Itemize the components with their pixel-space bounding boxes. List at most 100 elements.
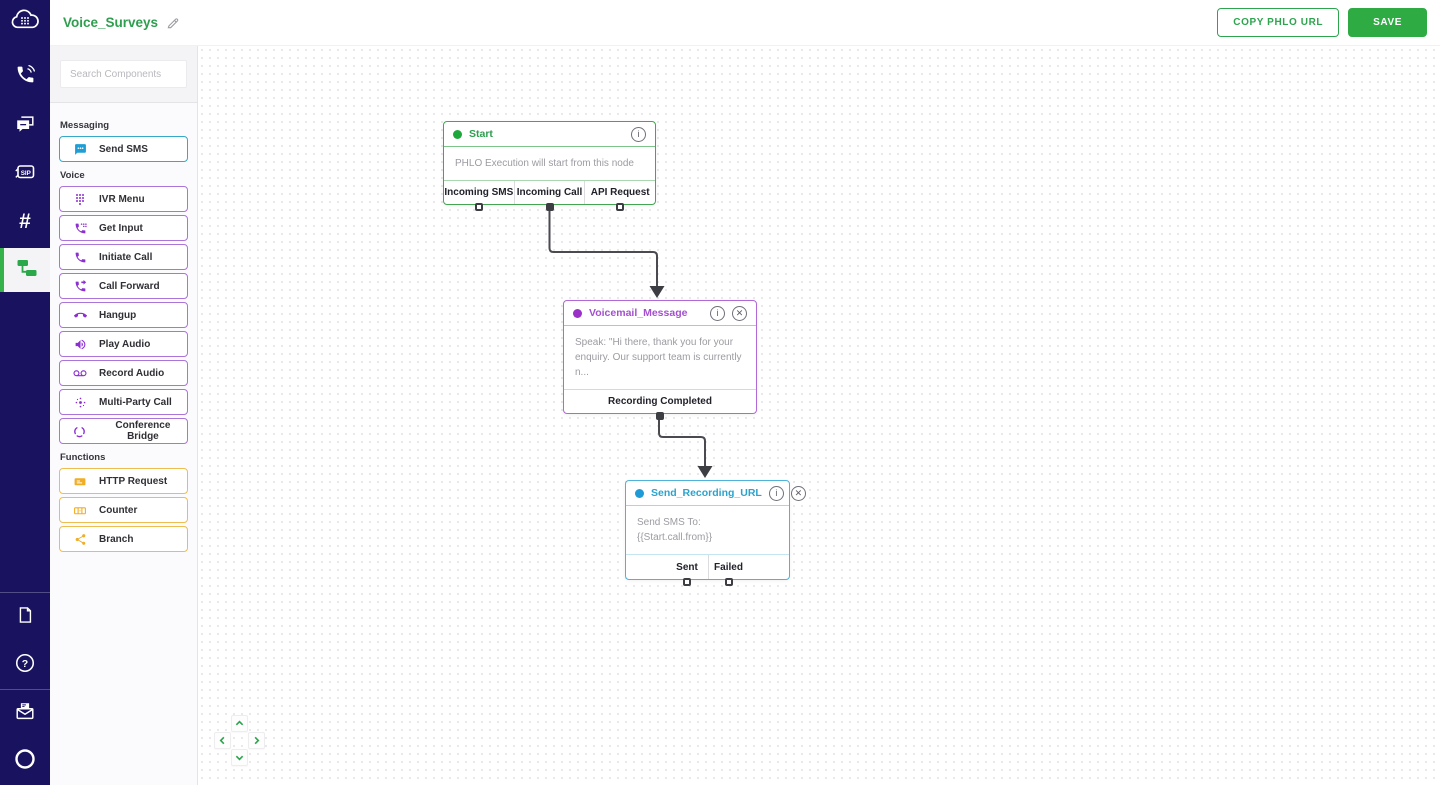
sidebar-item-messaging[interactable] — [0, 104, 50, 148]
component-get-input[interactable]: Get Input — [59, 215, 188, 241]
output-pin[interactable] — [474, 203, 483, 211]
node-status-dot — [453, 129, 462, 139]
component-initiate-call[interactable]: Initiate Call — [59, 244, 188, 270]
chevron-left-icon — [219, 736, 225, 745]
sidebar-divider — [0, 592, 50, 593]
node-outputs: Recording Completed — [564, 390, 756, 420]
phone-icon — [73, 251, 87, 264]
chevron-down-icon — [235, 755, 244, 761]
sidebar-item-help[interactable]: ? — [0, 643, 50, 687]
node-title: Send_Recording_URL — [651, 487, 762, 499]
component-record-audio[interactable]: Record Audio — [59, 360, 188, 386]
dialpad-icon — [73, 193, 87, 206]
pan-left-button[interactable] — [214, 732, 231, 749]
output-pin-connected[interactable] — [545, 203, 554, 211]
component-hangup[interactable]: Hangup — [59, 302, 188, 328]
sidebar-item-docs[interactable] — [0, 595, 50, 639]
sidebar-item-sip-trunking[interactable]: SIP — [0, 152, 50, 196]
pan-up-button[interactable] — [231, 715, 248, 732]
component-play-audio[interactable]: Play Audio — [59, 331, 188, 357]
page-title: Voice_Surveys — [63, 15, 159, 30]
plivo-cloud-icon — [10, 8, 40, 37]
output-sent: Sent — [667, 555, 708, 586]
node-header: Start i — [444, 122, 655, 147]
flow-builder-icon — [15, 257, 39, 283]
counter-icon — [73, 504, 87, 517]
docs-book-icon — [15, 605, 35, 630]
component-send-sms[interactable]: Send SMS — [59, 136, 188, 162]
node-header: Send_Recording_URL i ✕ — [626, 481, 806, 506]
output-pin[interactable] — [724, 578, 733, 586]
component-counter[interactable]: Counter — [59, 497, 188, 523]
node-title: Start — [469, 128, 493, 140]
phone-forward-icon — [73, 279, 87, 293]
app-sidebar: SIP # ? — [0, 0, 50, 785]
output-recording-completed: Recording Completed — [564, 390, 756, 420]
sidebar-item-voice[interactable] — [0, 55, 50, 99]
node-description: Speak: "Hi there, thank you for your enq… — [564, 326, 756, 390]
output-pin[interactable] — [683, 578, 691, 586]
edit-title-icon[interactable] — [166, 16, 180, 30]
sip-trunk-icon: SIP — [13, 161, 37, 188]
component-http-request[interactable]: HTTP Request — [59, 468, 188, 494]
multi-party-icon — [73, 396, 87, 409]
pan-right-button[interactable] — [248, 732, 265, 749]
component-branch[interactable]: Branch — [59, 526, 188, 552]
output-pin-connected[interactable] — [656, 412, 664, 420]
component-ivr-menu[interactable]: IVR Menu — [59, 186, 188, 212]
conference-icon — [73, 425, 87, 438]
search-section — [50, 46, 197, 103]
output-pin[interactable] — [616, 203, 625, 211]
save-button[interactable]: SAVE — [1348, 8, 1427, 37]
svg-text:?: ? — [22, 657, 28, 669]
section-label-messaging: Messaging — [60, 120, 110, 131]
node-description: PHLO Execution will start from this node — [444, 147, 655, 181]
sidebar-item-plivo-logo[interactable] — [0, 0, 50, 44]
node-outputs: Incoming SMS Incoming Call API Request — [444, 181, 655, 211]
copy-phlo-url-button[interactable]: COPY PHLO URL — [1217, 8, 1340, 37]
pan-down-button[interactable] — [231, 749, 248, 766]
http-card-icon — [73, 475, 87, 488]
node-status-dot — [573, 308, 582, 318]
delete-node-icon[interactable]: ✕ — [732, 305, 747, 321]
sidebar-item-phlo[interactable] — [0, 248, 50, 292]
phone-hangup-icon — [73, 309, 87, 322]
account-circle-icon — [13, 747, 37, 776]
sidebar-item-feedback[interactable] — [0, 691, 50, 735]
node-outputs: Sent Failed — [626, 555, 789, 586]
info-icon[interactable]: i — [768, 485, 784, 501]
section-label-voice: Voice — [60, 170, 85, 181]
voicemail-icon — [73, 367, 87, 380]
sidebar-divider — [0, 689, 50, 690]
flow-node-send-recording-url[interactable]: Send_Recording_URL i ✕ Send SMS To: {{St… — [625, 480, 806, 586]
info-icon[interactable]: i — [631, 126, 646, 142]
question-circle-icon: ? — [14, 652, 36, 679]
sms-chat-icon — [73, 143, 87, 156]
node-title: Voicemail_Message — [589, 307, 688, 319]
connection-lines — [548, 207, 713, 478]
component-multi-party-call[interactable]: Multi-Party Call — [59, 389, 188, 415]
sidebar-item-phone-numbers[interactable]: # — [0, 200, 50, 244]
search-components-input[interactable] — [60, 60, 187, 88]
flow-node-start[interactable]: Start i PHLO Execution will start from t… — [443, 121, 656, 211]
node-header: Voicemail_Message i ✕ — [564, 301, 756, 326]
section-label-functions: Functions — [60, 452, 106, 463]
branch-icon — [73, 533, 87, 546]
component-call-forward[interactable]: Call Forward — [59, 273, 188, 299]
delete-node-icon[interactable]: ✕ — [790, 485, 806, 501]
chevron-up-icon — [235, 720, 244, 726]
flow-node-voicemail-message[interactable]: Voicemail_Message i ✕ Speak: "Hi there, … — [563, 300, 757, 420]
component-conference-bridge[interactable]: Conference Bridge — [59, 418, 188, 444]
sidebar-item-account[interactable] — [0, 739, 50, 783]
output-incoming-sms: Incoming SMS — [444, 181, 514, 211]
flow-canvas[interactable]: Start i PHLO Execution will start from t… — [198, 46, 1440, 785]
node-status-dot — [635, 488, 644, 498]
node-description: Send SMS To: {{Start.call.from}} — [626, 506, 789, 555]
info-icon[interactable]: i — [710, 305, 725, 321]
phone-signal-icon — [15, 64, 36, 90]
speaker-icon — [73, 338, 87, 351]
output-incoming-call: Incoming Call — [513, 181, 585, 211]
hash-icon: # — [19, 210, 31, 233]
output-api-request: API Request — [584, 181, 655, 211]
